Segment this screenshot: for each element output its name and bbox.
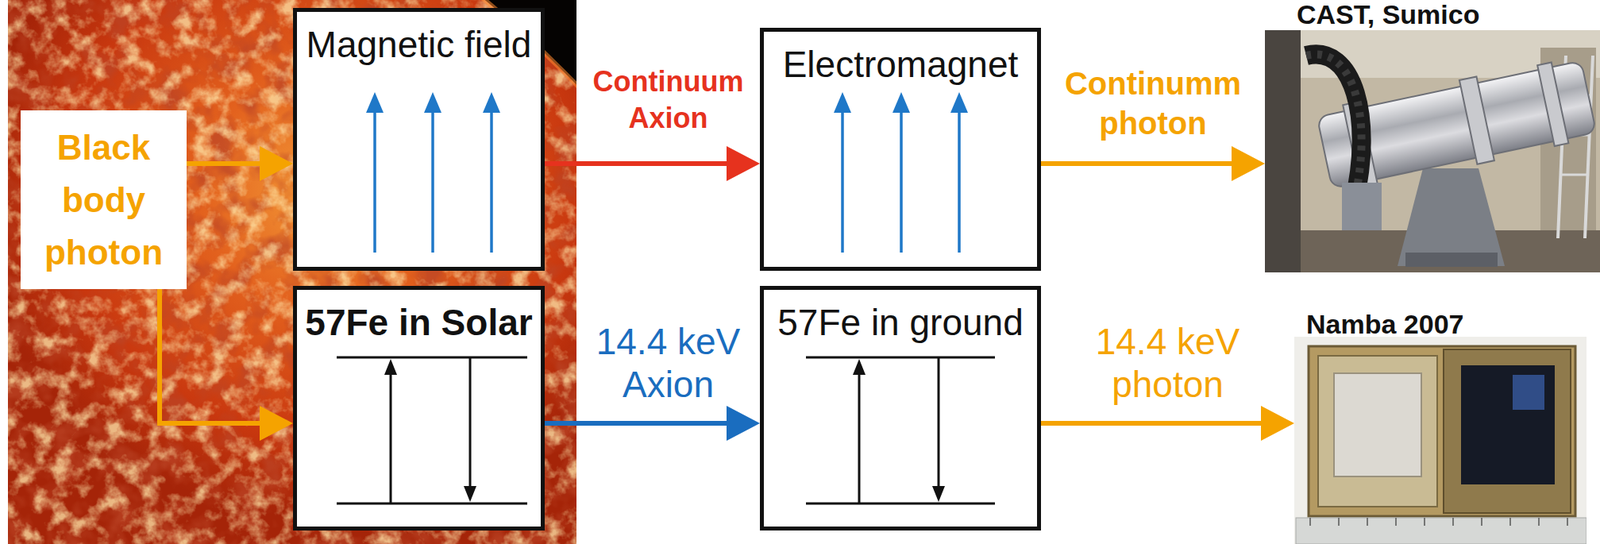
arrow-line	[1040, 161, 1235, 166]
cast-photo-part-part	[1537, 61, 1569, 146]
flow-arrow	[1040, 405, 1295, 441]
sun-photo-part	[7, 0, 577, 544]
detector-photo-part	[1318, 355, 1438, 507]
box-title: Electromagnet	[782, 42, 1019, 86]
detector-photo-part	[1295, 517, 1587, 544]
arrow-head	[259, 405, 294, 441]
cast-photo-part	[1306, 53, 1362, 203]
field-arrows-part	[833, 92, 852, 113]
sun-photo-part-part-part	[7, 0, 577, 544]
arrow-head	[726, 405, 760, 441]
box-fill-part	[759, 27, 1041, 271]
energy-levels-part	[469, 357, 472, 488]
arrow-head	[726, 146, 760, 182]
box-title: 57Fe in Solar	[304, 300, 533, 344]
arrow-line	[159, 289, 263, 424]
sun-photo-part-part-part	[7, 0, 577, 544]
cast-photo-part-part	[1459, 76, 1495, 164]
field-arrows-part	[840, 109, 845, 253]
box-fill-part	[293, 285, 545, 531]
field-arrows-part	[489, 109, 494, 253]
energy-levels-part	[852, 358, 866, 375]
energy-levels-part	[805, 356, 995, 359]
photo-panel: CAST, Sumico	[1264, 0, 1600, 273]
process-box: 57Fe in Solar	[293, 285, 545, 531]
cast-photo-part	[1341, 182, 1382, 231]
source-label-box: Black body photon	[20, 110, 187, 290]
cast-photo-part	[1306, 53, 1362, 203]
field-arrows-part	[950, 92, 968, 113]
photo-heading: Namba 2007	[1306, 309, 1464, 340]
sun-photo-part	[7, 0, 577, 544]
detector-photo	[1294, 336, 1587, 544]
field-arrows-part	[957, 109, 961, 253]
arrow-head	[1260, 405, 1295, 441]
arrow-head	[259, 146, 294, 182]
field-arrows-part	[424, 92, 442, 113]
photo-heading: CAST, Sumico	[1296, 0, 1480, 30]
process-box: Magnetic field	[293, 7, 545, 271]
detector-photo-part	[1512, 374, 1545, 410]
energy-levels-part	[463, 485, 477, 502]
flow-arrow	[544, 146, 760, 182]
box-title: Magnetic field	[306, 23, 533, 66]
source-label: Black body photon	[28, 121, 179, 279]
energy-levels-part	[389, 373, 393, 504]
edge-label: Continumm photon	[1050, 63, 1256, 143]
cast-photo	[1264, 30, 1600, 273]
energy-levels-part	[937, 357, 941, 488]
energy-levels-part	[932, 485, 945, 502]
cast-photo-part	[1397, 168, 1505, 267]
arrow-line	[544, 161, 730, 166]
field-arrows-part	[366, 92, 384, 113]
edge-label: Continuum Axion	[570, 63, 767, 137]
sun-photo-part-part	[7, 0, 577, 544]
flow-arrow	[1040, 146, 1265, 182]
arrow-line	[544, 420, 730, 426]
field-arrows-part	[431, 109, 435, 253]
flow-arrow	[544, 405, 760, 441]
box-fill	[293, 7, 1041, 531]
arrow-head	[1231, 146, 1265, 182]
detector-photo-part	[1333, 373, 1422, 477]
process-box: 57Fe in ground	[759, 285, 1041, 531]
detector-photo-part	[1461, 365, 1555, 485]
detector-photo-part	[1308, 346, 1576, 517]
field-arrows-part	[892, 92, 910, 113]
field-arrows-part	[899, 109, 903, 253]
edge-label: 14.4 keV photon	[1050, 320, 1285, 406]
energy-levels-part	[336, 356, 528, 359]
box-fill-part	[293, 7, 545, 271]
cast-photo-part	[1405, 252, 1498, 267]
detector-photo-part	[1294, 336, 1587, 544]
flow-arrow	[186, 146, 294, 182]
energy-levels-part	[805, 502, 995, 506]
flow-arrow	[159, 289, 294, 441]
edge-label: 14.4 keV Axion	[570, 320, 767, 406]
energy-levels-part	[336, 502, 528, 506]
box-title: 57Fe in ground	[777, 300, 1023, 344]
sun-photo-part-part-part	[7, 0, 577, 544]
process-box: Electromagnet	[759, 27, 1041, 271]
cast-photo-part	[1264, 30, 1600, 273]
box-fill-part	[759, 285, 1041, 531]
detector-photo-part	[1443, 349, 1571, 513]
cast-photo-part	[1561, 173, 1589, 177]
arrow-line	[186, 161, 263, 166]
arrow-line	[1040, 420, 1265, 426]
cast-photo-part	[1264, 30, 1301, 273]
energy-levels-part	[384, 358, 398, 375]
detector-photo-part	[1310, 517, 1568, 526]
field-arrows-part	[373, 109, 377, 253]
photo-panel: Namba 2007	[1294, 309, 1587, 544]
sun-photo-part-part	[7, 0, 577, 544]
energy-levels-part	[858, 373, 861, 504]
field-arrows-part	[482, 92, 501, 113]
